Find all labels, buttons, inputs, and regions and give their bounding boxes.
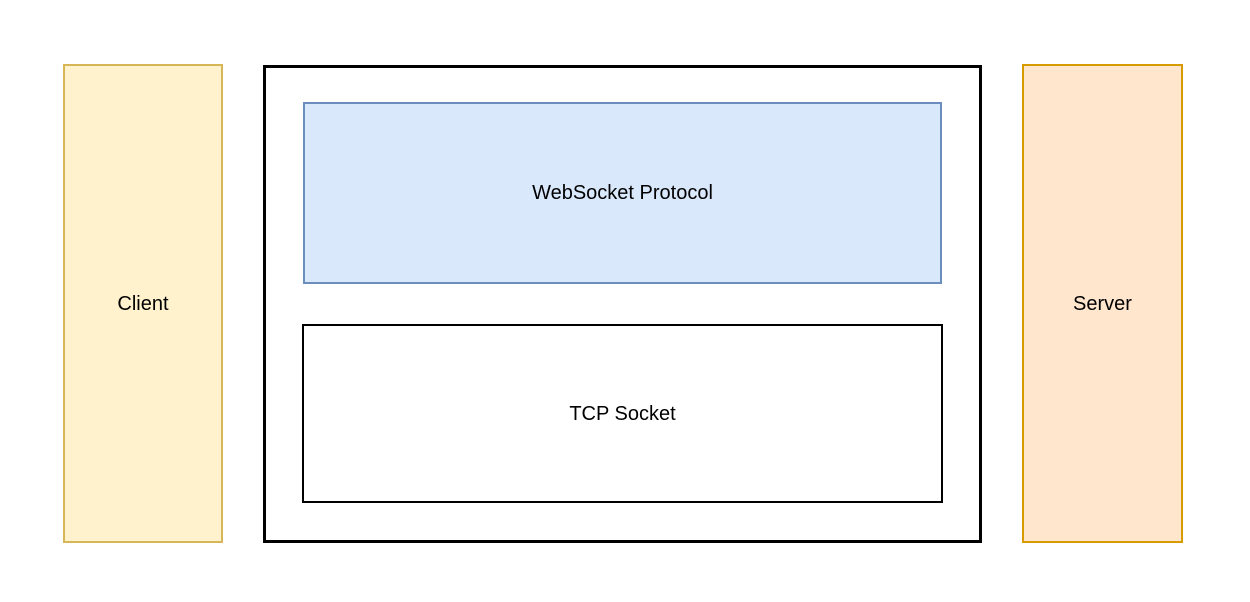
tcp-socket-label: TCP Socket xyxy=(569,402,676,425)
server-node: Server xyxy=(1022,64,1183,543)
client-label: Client xyxy=(117,292,169,315)
websocket-protocol-node: WebSocket Protocol xyxy=(303,102,942,284)
websocket-protocol-label: WebSocket Protocol xyxy=(532,182,713,204)
server-label: Server xyxy=(1073,292,1132,315)
client-node: Client xyxy=(63,64,223,543)
tcp-socket-node: TCP Socket xyxy=(302,324,943,503)
